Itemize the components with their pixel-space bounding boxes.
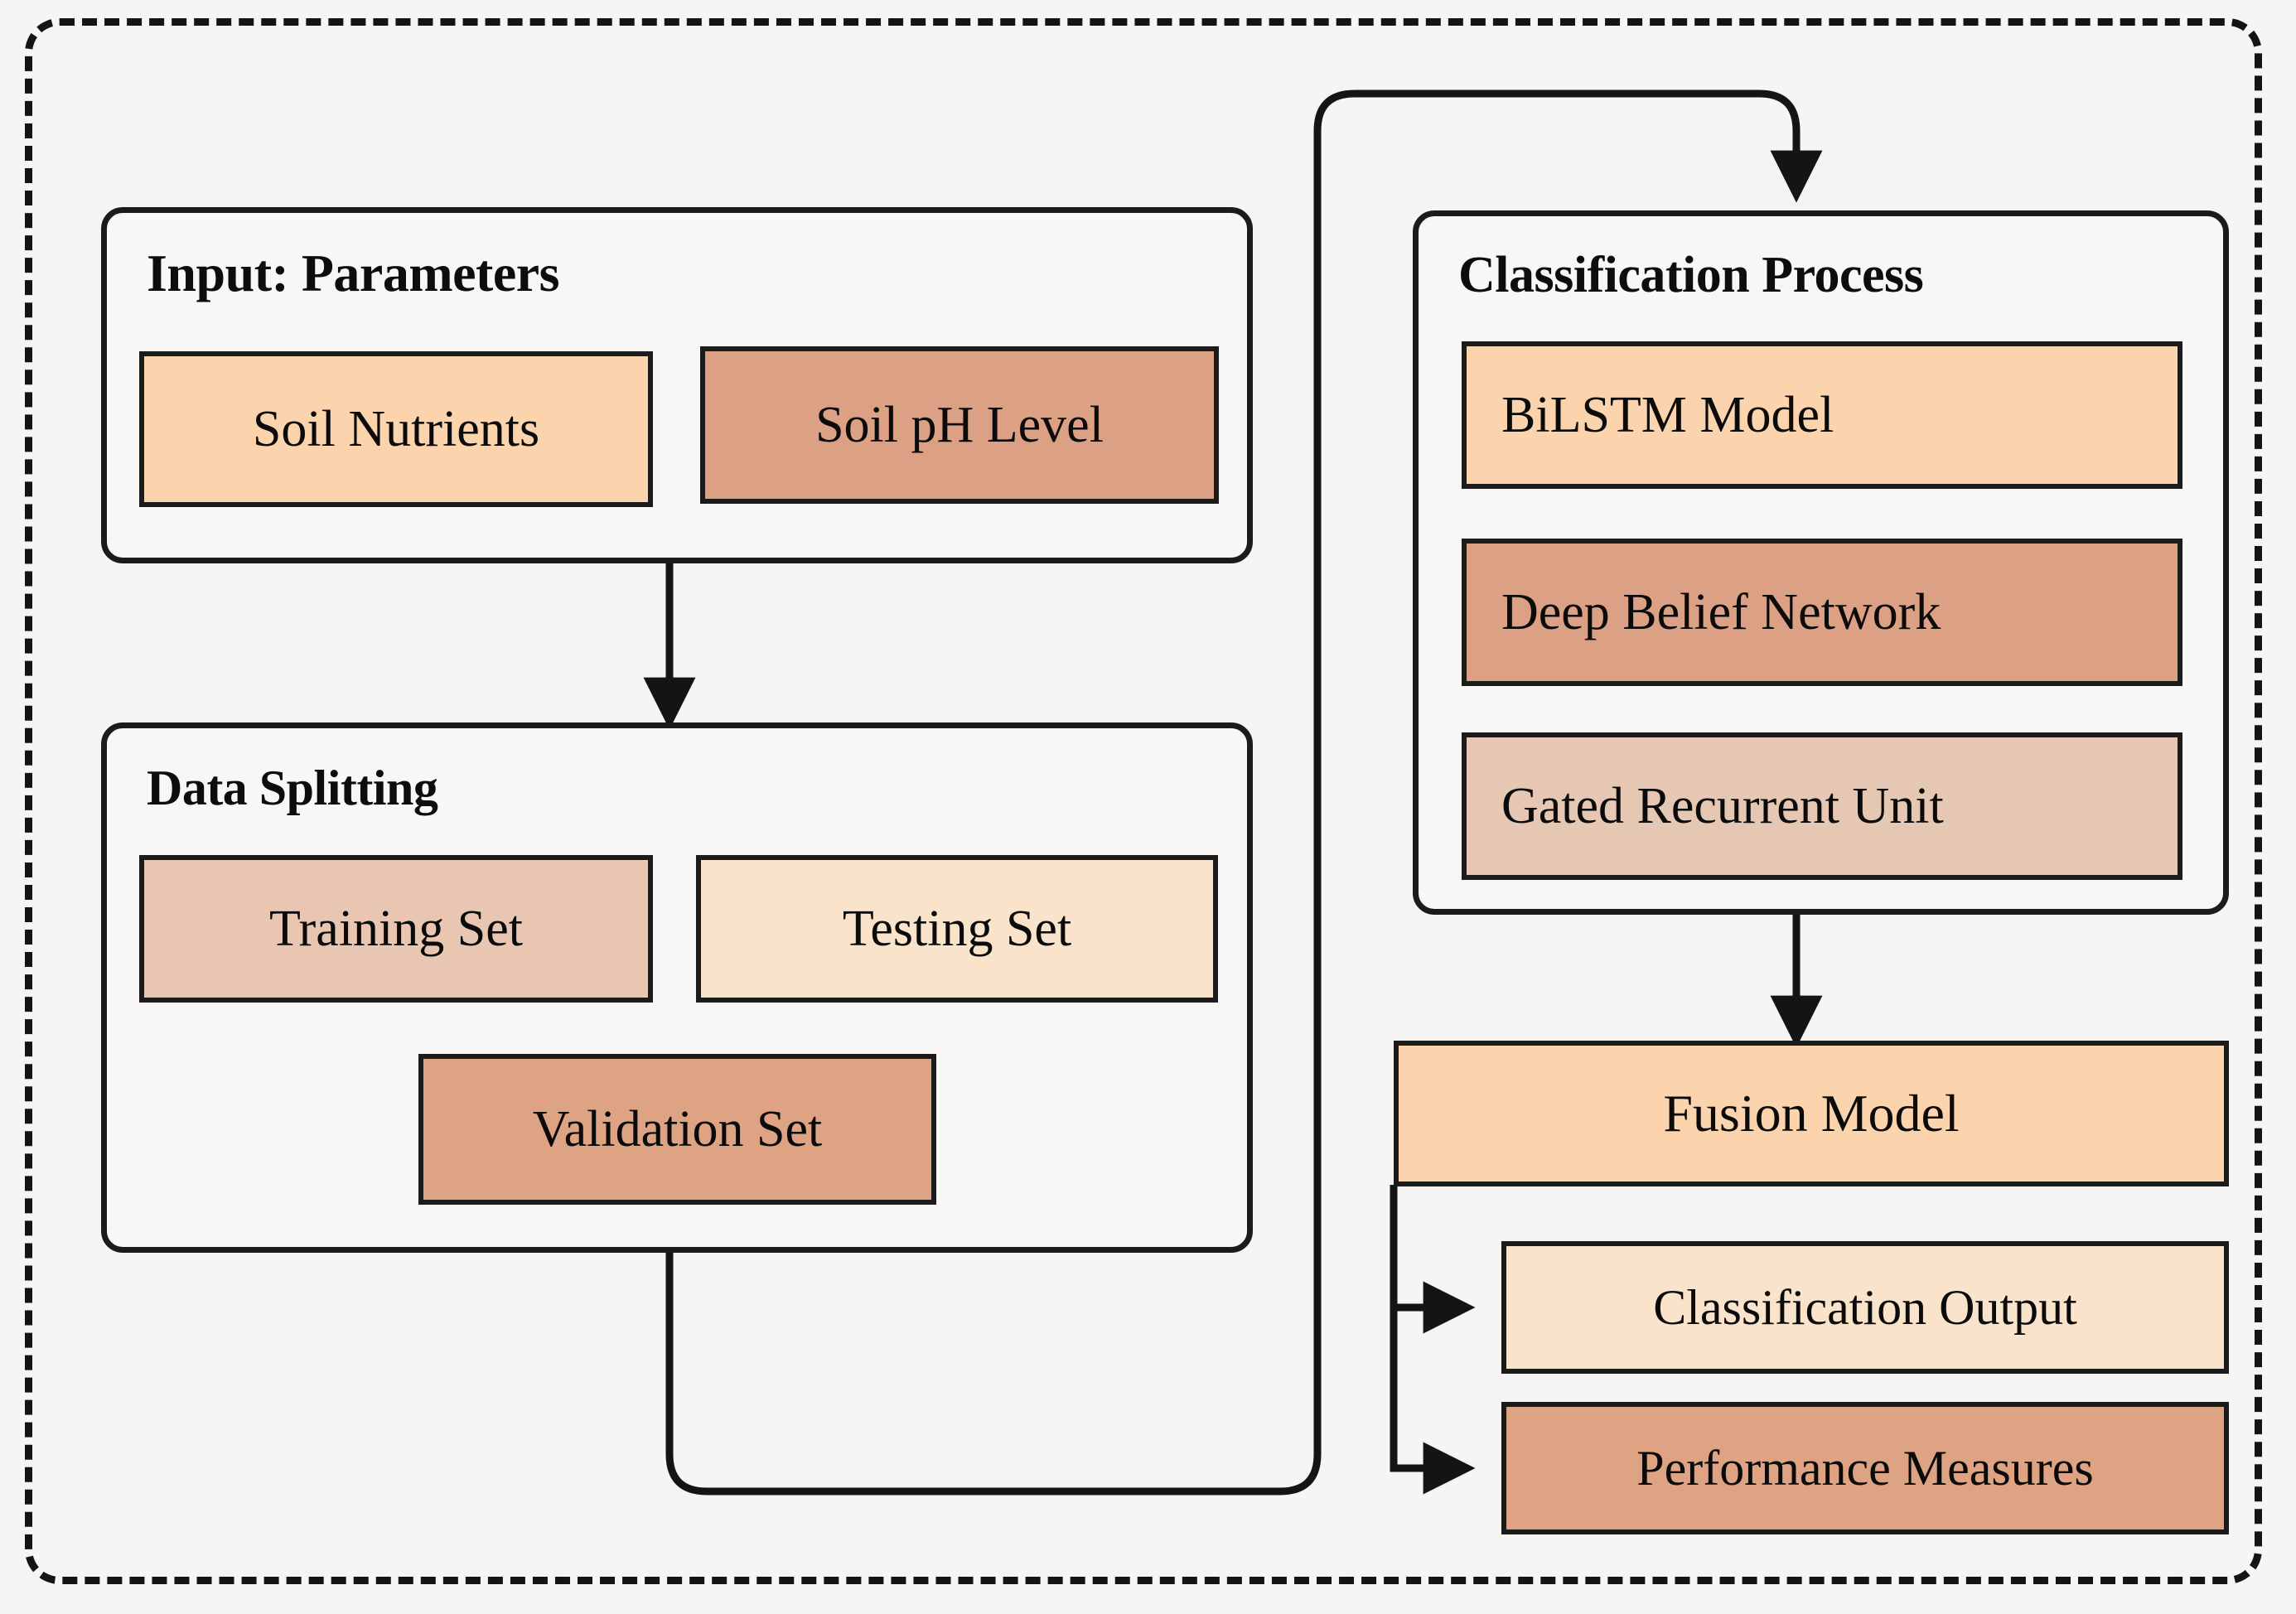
node-deep-belief-network-label: Deep Belief Network (1501, 583, 1941, 640)
node-validation-set-label: Validation Set (532, 1100, 823, 1157)
node-fusion-model[interactable]: Fusion Model (1394, 1041, 2229, 1186)
node-training-set[interactable]: Training Set (139, 855, 653, 1003)
panel-input-parameters-title: Input: Parameters (147, 244, 560, 302)
node-performance-measures[interactable]: Performance Measures (1501, 1402, 2229, 1534)
node-training-set-label: Training Set (268, 900, 524, 957)
node-classification-output[interactable]: Classification Output (1501, 1241, 2229, 1374)
node-deep-belief-network[interactable]: Deep Belief Network (1462, 539, 2182, 686)
node-bilstm-model-label: BiLSTM Model (1501, 386, 1834, 443)
node-gated-recurrent-unit-label: Gated Recurrent Unit (1501, 777, 1944, 834)
node-soil-ph-level-label: Soil pH Level (815, 396, 1104, 453)
node-testing-set-label: Testing Set (842, 900, 1072, 957)
node-bilstm-model[interactable]: BiLSTM Model (1462, 341, 2182, 489)
node-classification-output-label: Classification Output (1653, 1279, 2077, 1335)
outer-dashed-border (25, 18, 2262, 1584)
node-gated-recurrent-unit[interactable]: Gated Recurrent Unit (1462, 732, 2182, 880)
node-performance-measures-label: Performance Measures (1636, 1440, 2094, 1496)
node-soil-nutrients-label: Soil Nutrients (252, 400, 540, 457)
node-soil-nutrients[interactable]: Soil Nutrients (139, 351, 653, 507)
panel-data-splitting-title: Data Splitting (147, 761, 438, 815)
node-validation-set[interactable]: Validation Set (418, 1054, 936, 1205)
node-fusion-model-label: Fusion Model (1663, 1084, 1960, 1143)
node-testing-set[interactable]: Testing Set (696, 855, 1218, 1003)
panel-classification-process-title: Classification Process (1458, 247, 1924, 303)
node-soil-ph-level[interactable]: Soil pH Level (700, 346, 1219, 504)
